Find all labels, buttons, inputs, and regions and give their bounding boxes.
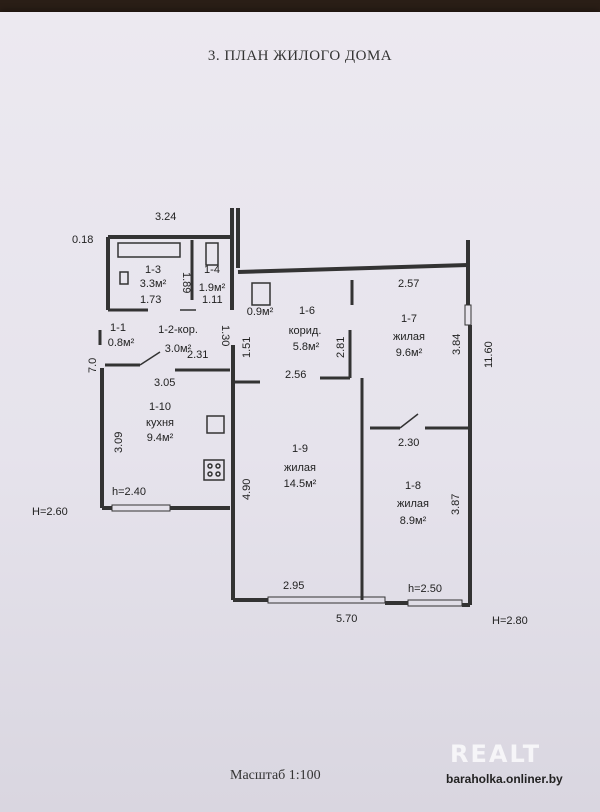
window-room-7: [464, 304, 472, 326]
room-1-8-type: жилая: [397, 498, 429, 510]
dim-label: h=2.50: [408, 583, 442, 595]
dim-label: 4.90: [241, 479, 253, 500]
small-area-label: 0.9м²: [247, 306, 274, 318]
room-1-4-area: 1.9м²: [199, 282, 226, 294]
dim-label: 2.30: [398, 437, 419, 449]
dim-label: 1.11: [202, 294, 223, 306]
dim-label: 2.95: [283, 580, 304, 592]
dim-label: 1.89: [180, 272, 192, 293]
room-1-7-id: 1-7: [401, 313, 417, 325]
room-1-7-type: жилая: [393, 331, 425, 343]
room-1-6-area: 5.8м²: [293, 341, 320, 353]
kitchen-sink: [206, 415, 225, 434]
dim-label: 3.09: [113, 432, 125, 453]
bathtub: [117, 242, 181, 258]
dim-label: 2.31: [187, 349, 208, 361]
dim-label: 1.30: [219, 325, 231, 346]
room-1-8-area: 8.9м²: [400, 515, 427, 527]
dim-label: 7.0: [87, 358, 99, 373]
dim-label: 0.18: [72, 234, 93, 246]
dim-label: 1.51: [241, 337, 253, 358]
window-living: [267, 596, 386, 604]
door-swing: [399, 413, 419, 429]
room-1-1-area: 0.8м²: [108, 337, 135, 349]
room-1-7-area: 9.6м²: [396, 347, 423, 359]
burner: [207, 463, 213, 469]
room-1-6-id: 1-6: [299, 305, 315, 317]
room-1-10-id: 1-10: [149, 401, 171, 413]
dim-label: 5.70: [336, 613, 357, 625]
dim-label: 2.57: [398, 278, 419, 290]
room-1-3-area: 3.3м²: [140, 278, 167, 290]
window-kitchen: [111, 504, 171, 512]
room-1-8-id: 1-8: [405, 480, 421, 492]
watermark-logo: REALT: [450, 740, 542, 768]
dim-label: H=2.60: [32, 506, 68, 518]
plan-title: 3. ПЛАН ЖИЛОГО ДОМА: [207, 48, 393, 64]
window-room-8: [407, 599, 463, 607]
door-swing: [139, 351, 161, 366]
dim-label: 3.05: [154, 377, 175, 389]
dim-label: 2.56: [285, 369, 306, 381]
dim-label: 3.84: [451, 334, 463, 355]
dim-label: 1.73: [140, 294, 161, 306]
dim-label: 11.60: [483, 341, 495, 368]
burner: [207, 471, 213, 477]
room-1-10-type: кухня: [146, 417, 174, 429]
dim-label: 3.87: [450, 494, 462, 515]
stove: [203, 459, 225, 481]
room-1-10-area: 9.4м²: [147, 432, 174, 444]
wall-top-right: [237, 263, 469, 274]
toilet: [205, 242, 219, 266]
room-1-1-id: 1-1: [110, 322, 126, 334]
room-1-2-id: 1-2-кор.: [158, 324, 198, 336]
room-1-2-area: 3.0м²: [165, 343, 192, 355]
burner: [215, 463, 221, 469]
scale-caption: Масштаб 1:100: [230, 768, 321, 783]
dim-label: 2.81: [335, 337, 347, 358]
dim-label: H=2.80: [492, 615, 528, 627]
room-1-9-id: 1-9: [292, 443, 308, 455]
burner: [215, 471, 221, 477]
room-1-9-type: жилая: [284, 462, 316, 474]
room-1-9-area: 14.5м²: [284, 478, 317, 490]
room-1-4-id: 1-4: [204, 264, 220, 276]
sink: [119, 271, 129, 285]
dim-label: h=2.40: [112, 486, 146, 498]
room-1-3-id: 1-3: [145, 264, 161, 276]
wc-fixture: [251, 282, 271, 306]
room-1-6-type: корид.: [289, 325, 322, 337]
dim-label: 3.24: [155, 211, 176, 223]
watermark-site: baraholka.onliner.by: [446, 772, 563, 786]
